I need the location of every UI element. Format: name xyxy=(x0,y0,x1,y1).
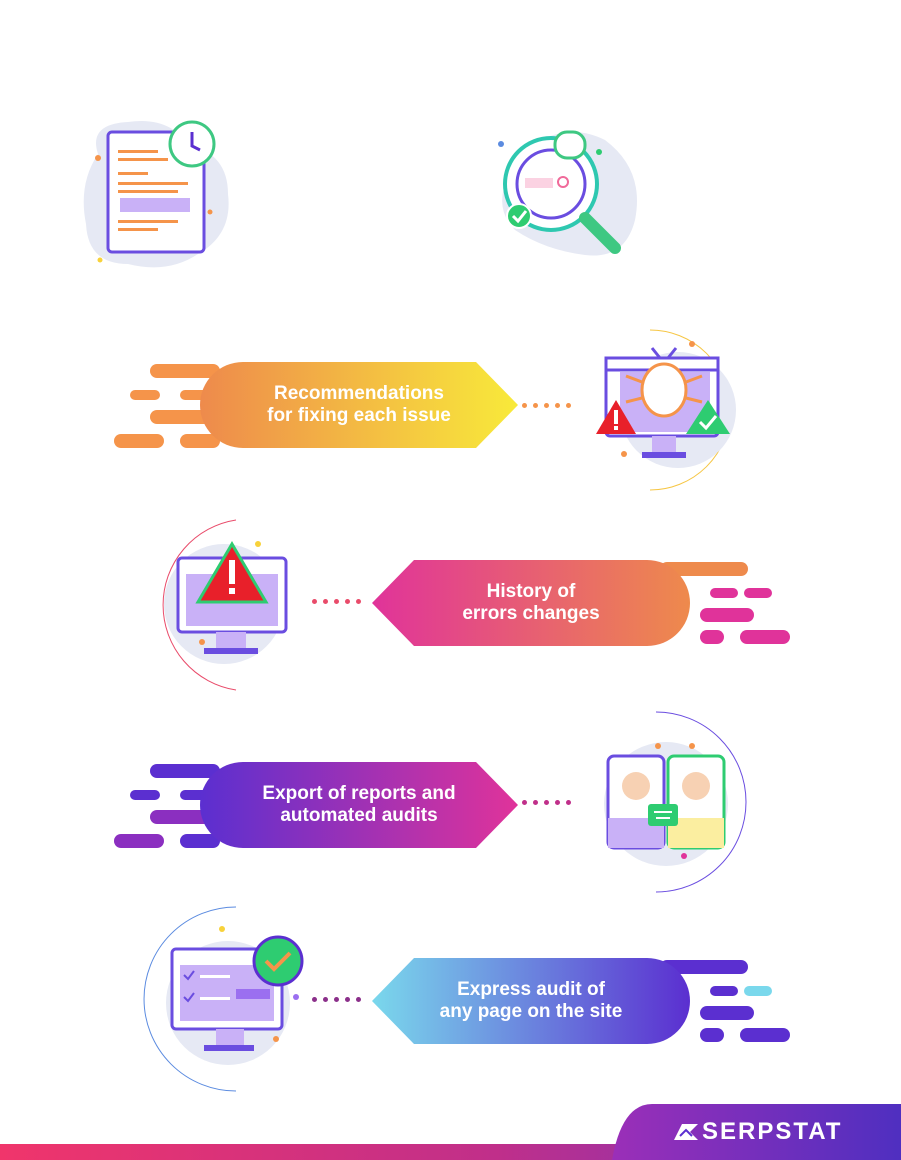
warning-monitor-icon xyxy=(162,519,288,691)
feature-title-line1: Express audit of xyxy=(457,979,605,1000)
brand-logo-tab xyxy=(612,1104,901,1160)
dotted-connector xyxy=(312,599,361,605)
feature-title-line1: History of xyxy=(486,581,576,602)
bug-monitor-icon xyxy=(596,329,736,491)
feature-title-line2: automated audits xyxy=(280,805,438,826)
feature-title-line1: Recommendations xyxy=(274,383,444,404)
feature-title-line2: errors changes xyxy=(462,603,600,624)
brand-name: SERPSTAT xyxy=(702,1118,843,1145)
feature-title-line2: any page on the site xyxy=(439,1001,623,1022)
feature-title-line2: for fixing each issue xyxy=(267,405,451,426)
magnifier-check-icon xyxy=(498,130,637,256)
dotted-connector xyxy=(522,800,571,806)
dotted-connector xyxy=(522,403,571,409)
dotted-connector xyxy=(312,997,361,1003)
speed-stripes-right-2 xyxy=(660,562,790,644)
speed-stripes-right-4 xyxy=(660,960,790,1042)
check-monitor-icon xyxy=(143,906,304,1092)
serpstat-logo-icon xyxy=(674,1124,698,1140)
timer-document-icon xyxy=(83,120,229,268)
compare-phones-icon xyxy=(604,711,747,893)
feature-title-line1: Export of reports and xyxy=(262,783,456,804)
